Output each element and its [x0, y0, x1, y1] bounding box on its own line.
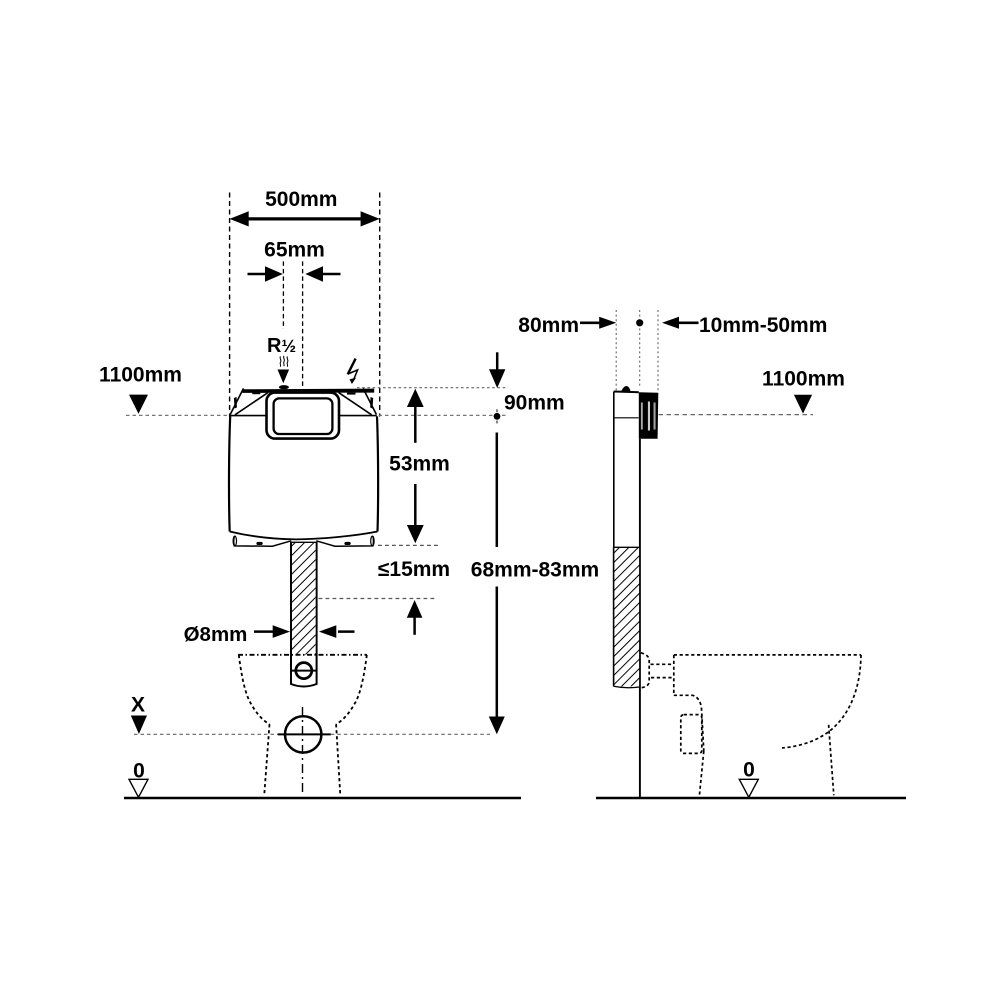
svg-text:500mm: 500mm — [265, 188, 337, 211]
svg-text:0: 0 — [743, 758, 755, 781]
svg-text:68mm-83mm: 68mm-83mm — [471, 558, 599, 581]
svg-text:Ø8mm: Ø8mm — [184, 623, 248, 646]
svg-text:R½: R½ — [267, 335, 296, 357]
svg-text:10mm-50mm: 10mm-50mm — [699, 314, 827, 337]
svg-text:53mm: 53mm — [389, 452, 450, 475]
svg-text:1100mm: 1100mm — [762, 367, 845, 390]
svg-text:X: X — [131, 693, 145, 716]
svg-text:≤15mm: ≤15mm — [378, 558, 450, 581]
svg-text:65mm: 65mm — [264, 238, 325, 261]
svg-text:90mm: 90mm — [504, 391, 565, 414]
svg-text:0: 0 — [133, 759, 145, 782]
svg-text:1100mm: 1100mm — [99, 363, 182, 386]
svg-text:80mm: 80mm — [518, 314, 579, 337]
